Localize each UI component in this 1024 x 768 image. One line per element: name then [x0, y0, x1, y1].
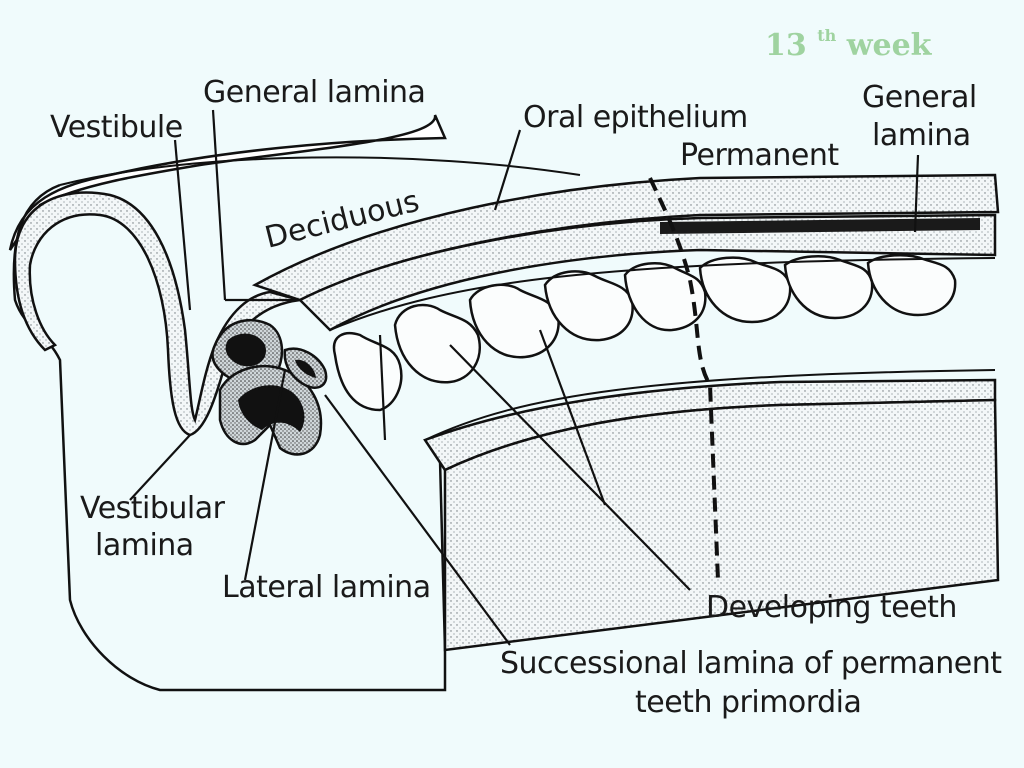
- tooth-row-lower-line: [329, 257, 996, 331]
- label-successional-2: teeth primordia: [635, 685, 862, 720]
- general-lamina-band: [297, 213, 997, 332]
- label-lateral-lamina: Lateral lamina: [222, 570, 431, 605]
- title-number: 13: [765, 28, 807, 63]
- label-vestibular-1: Vestibular: [80, 491, 225, 526]
- label-vestibular-2: lamina: [95, 528, 194, 563]
- title-word: week: [846, 28, 932, 63]
- label-developing-teeth: Developing teeth: [706, 590, 957, 625]
- title-suffix: th: [817, 26, 837, 45]
- lip-outline: [8, 114, 447, 251]
- label-oral-epithelium: Oral epithelium: [523, 100, 748, 135]
- lower-jaw-block: [443, 398, 1000, 652]
- label-successional-1: Successional lamina of permanent: [500, 646, 1002, 681]
- lower-jaw-top-line: [424, 369, 996, 441]
- label-general-right-2: lamina: [872, 118, 971, 153]
- label-permanent: Permanent: [680, 138, 839, 173]
- label-general-right-1: General: [862, 80, 977, 115]
- oral-epithelium-top-line: [59, 156, 581, 186]
- label-general-lamina-left: General lamina: [203, 75, 426, 110]
- developing-teeth-row: [332, 254, 957, 412]
- title-13th-week: 13 th week: [765, 26, 932, 63]
- tooth-germ-cluster: [211, 318, 328, 456]
- deciduous-permanent-divider: [648, 177, 720, 581]
- label-vestibule: Vestibule: [50, 110, 183, 145]
- leader-lines: [129, 109, 920, 646]
- general-lamina-dark-strip: [660, 218, 980, 234]
